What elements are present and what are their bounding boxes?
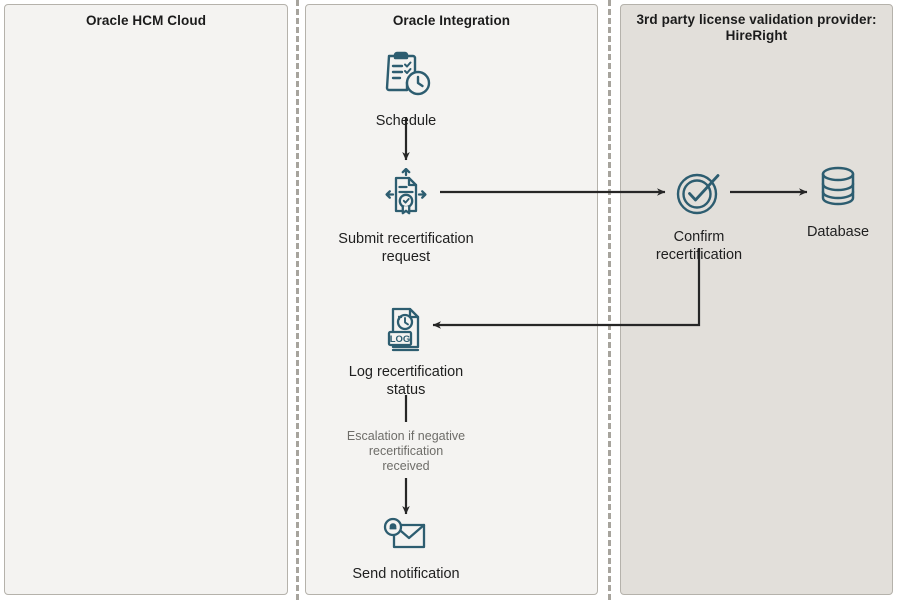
node-log-recertification-status[interactable]: LOG Log recertification status (306, 305, 506, 399)
lane-oracle-hcm-cloud: Oracle HCM Cloud (4, 4, 288, 595)
node-label-schedule: Schedule (375, 113, 437, 129)
node-label-log-recertification-status: Log recertification status (348, 364, 464, 398)
node-submit-recertification-request[interactable]: Submit recertification request (306, 167, 506, 266)
node-database[interactable]: Database (738, 163, 897, 241)
database-cylinder-icon (815, 163, 861, 218)
node-confirm-recertification[interactable]: Confirm recertification (599, 168, 799, 264)
lane-divider-right (608, 0, 611, 600)
confirm-check-badge-icon (673, 168, 725, 223)
schedule-clipboard-clock-icon (379, 48, 433, 107)
node-send-notification[interactable]: Send notification (306, 517, 506, 583)
node-schedule[interactable]: Schedule (306, 48, 506, 130)
send-notification-envelope-icon (382, 517, 430, 560)
annotation-escalation-note: Escalation if negative recertification r… (346, 429, 466, 473)
submit-certificate-transfer-icon (378, 167, 434, 225)
lane-title-oracle-integration: Oracle Integration (392, 13, 511, 28)
lane-hireright: 3rd party license validation provider: H… (620, 4, 893, 595)
svg-text:LOG: LOG (390, 334, 411, 345)
node-label-submit-recertification-request: Submit recertification request (338, 231, 474, 265)
node-label-confirm-recertification: Confirm recertification (655, 229, 743, 263)
node-label-send-notification: Send notification (352, 566, 460, 582)
lane-title-hireright: 3rd party license validation provider: H… (636, 12, 877, 43)
lane-divider-left (296, 0, 299, 600)
lane-title-oracle-hcm-cloud: Oracle HCM Cloud (85, 13, 207, 28)
log-document-history-icon: LOG (383, 305, 429, 358)
node-label-database: Database (806, 224, 870, 240)
